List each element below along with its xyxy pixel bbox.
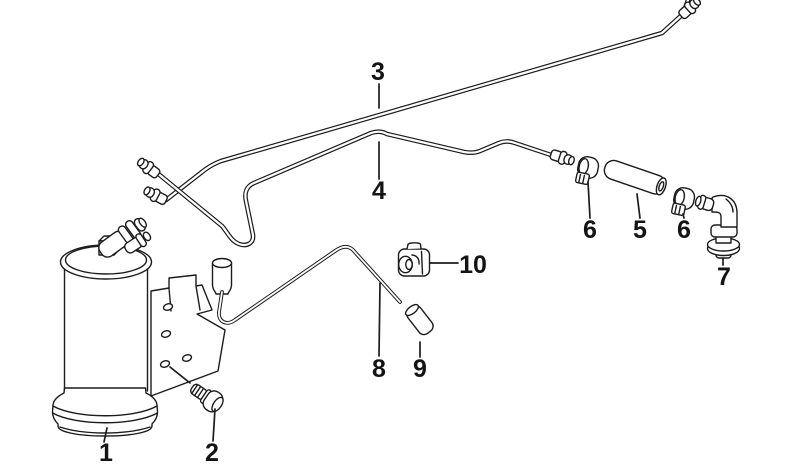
canister-port-small	[124, 231, 152, 254]
bracket-hole	[181, 354, 193, 362]
leader-line-6-left	[587, 181, 591, 219]
mounting-bracket	[150, 274, 226, 397]
part-label-3[interactable]: 3	[371, 58, 385, 86]
bracket-bolt	[190, 383, 224, 413]
vent-tube-8	[211, 244, 402, 325]
part-label-2[interactable]: 2	[205, 439, 219, 467]
diagram-artwork	[51, 0, 741, 443]
part-label-4[interactable]: 4	[372, 177, 386, 205]
part-label-9[interactable]: 9	[413, 355, 427, 383]
part-label-8[interactable]: 8	[372, 355, 386, 383]
part-label-5[interactable]: 5	[633, 216, 647, 244]
fuel-pipe-3	[163, 0, 691, 203]
leader-line-5	[636, 193, 641, 219]
pipe-clip-10	[397, 242, 431, 277]
part-label-10[interactable]: 10	[459, 251, 487, 279]
leader-line-2b	[212, 408, 216, 442]
elbow-connector-7	[694, 194, 741, 259]
bracket-hole	[159, 360, 171, 368]
leader-line-1	[103, 427, 108, 443]
vent-pipe-4	[153, 129, 554, 248]
hose-5	[603, 159, 667, 196]
leader-line-2a	[169, 366, 191, 384]
part-callouts: 1 2 3 4 5 6 6 7 8 9 10	[99, 58, 731, 467]
leader-lines	[103, 83, 724, 443]
carbon-canister	[51, 217, 159, 437]
bracket-hole	[160, 330, 172, 338]
part-label-1[interactable]: 1	[99, 439, 113, 467]
part-label-6-right[interactable]: 6	[677, 216, 691, 244]
protective-cap-9	[404, 303, 434, 336]
part-label-6-left[interactable]: 6	[583, 216, 597, 244]
elbow-nipple	[694, 194, 715, 212]
leader-line-8	[378, 282, 381, 357]
part-label-7[interactable]: 7	[717, 263, 731, 291]
leader-line-6-right	[682, 213, 685, 219]
bracket-hole	[162, 303, 174, 311]
